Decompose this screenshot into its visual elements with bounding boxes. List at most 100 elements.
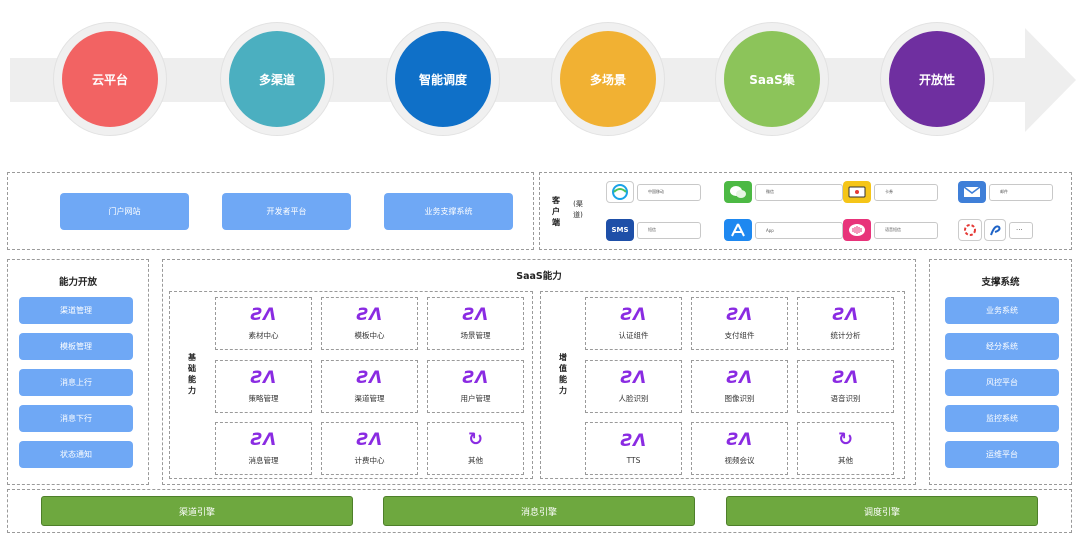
client-section: 客户端 (渠道) 中国移动 微信 卡券 邮件 SMS 短信 App xyxy=(539,172,1072,250)
link-icon: ƧɅ xyxy=(250,368,277,388)
client-item[interactable]: 语音短信 xyxy=(843,219,938,241)
capability-cell-label: 其他 xyxy=(838,456,853,465)
client-label: 邮件 xyxy=(989,183,1053,201)
capability-cell[interactable]: ƧɅ 策略管理 xyxy=(215,360,312,413)
link-icon: ƧɅ xyxy=(356,305,383,325)
feature-circle-label: 开放性 xyxy=(918,72,955,87)
capability-cell[interactable]: ↻ 其他 xyxy=(797,422,894,475)
client-item[interactable]: SMS 短信 xyxy=(606,219,701,241)
capability-cell[interactable]: ƧɅ TTS xyxy=(585,422,682,475)
feature-circle-multichannel: 多渠道 xyxy=(221,23,333,135)
capability-open-section: 能力开放 渠道管理 模板管理 消息上行 消息下行 状态通知 xyxy=(7,259,149,485)
capability-cell-label: 场景管理 xyxy=(460,331,491,340)
support-section: 支撑系统 业务系统 经分系统 风控平台 监控系统 运维平台 xyxy=(929,259,1072,485)
client-label: 卡券 xyxy=(874,183,938,201)
client-item[interactable]: 卡券 xyxy=(843,181,938,203)
capability-cell-label: 策略管理 xyxy=(248,394,279,403)
support-item-business[interactable]: 业务系统 xyxy=(945,297,1059,324)
link-icon: ƧɅ xyxy=(832,305,859,325)
capability-cell-label: 认证组件 xyxy=(618,331,649,340)
link-icon: ƧɅ xyxy=(462,368,489,388)
link-icon: ƧɅ xyxy=(250,430,277,450)
app-store-icon xyxy=(724,219,752,241)
client-label: ··· xyxy=(1009,221,1033,239)
capability-item-channel[interactable]: 渠道管理 xyxy=(19,297,133,324)
engine-button-message[interactable]: 消息引擎 xyxy=(383,496,695,526)
feature-arrow-band: 云平台 多渠道 智能调度 多场景 SaaS集 开放性 xyxy=(0,0,1080,160)
capability-cell-label: 视频会议 xyxy=(724,456,755,465)
capability-item-downlink[interactable]: 消息下行 xyxy=(19,405,133,432)
client-item[interactable]: 邮件 xyxy=(958,181,1053,203)
client-item[interactable]: App xyxy=(724,219,843,241)
support-item-analytics[interactable]: 经分系统 xyxy=(945,333,1059,360)
support-item-monitor[interactable]: 监控系统 xyxy=(945,405,1059,432)
capability-cell[interactable]: ƧɅ 素材中心 xyxy=(215,297,312,350)
feature-circle-scheduling: 智能调度 xyxy=(387,23,499,135)
refresh-icon: ↻ xyxy=(467,429,484,450)
portal-button-developer[interactable]: 开发者平台 xyxy=(222,193,351,230)
refresh-icon: ↻ xyxy=(837,429,854,450)
support-item-ops[interactable]: 运维平台 xyxy=(945,441,1059,468)
link-icon: ƧɅ xyxy=(620,431,647,451)
link-icon: ƧɅ xyxy=(462,305,489,325)
link-icon: ƧɅ xyxy=(726,368,753,388)
value-added-capability-label: 增值能力 xyxy=(559,353,567,395)
client-label: 语音短信 xyxy=(874,221,938,239)
client-item[interactable]: 中国移动 xyxy=(606,181,701,203)
wechat-icon xyxy=(724,181,752,203)
feature-circle-label: 智能调度 xyxy=(418,72,467,87)
capability-cell-label: 模板中心 xyxy=(354,331,385,340)
capability-cell[interactable]: ƧɅ 场景管理 xyxy=(427,297,524,350)
feature-circle-label: 多渠道 xyxy=(258,72,295,87)
unicom-icon xyxy=(958,219,982,241)
capability-cell-label: TTS xyxy=(626,456,641,465)
client-label: App xyxy=(755,221,843,239)
client-label: 微信 xyxy=(755,183,843,201)
capability-cell-label: 素材中心 xyxy=(248,331,279,340)
client-item[interactable]: ··· xyxy=(958,219,1033,241)
feature-circle-cloud: 云平台 xyxy=(54,23,166,135)
capability-item-uplink[interactable]: 消息上行 xyxy=(19,369,133,396)
portal-button-website[interactable]: 门户网站 xyxy=(60,193,189,230)
link-icon: ƧɅ xyxy=(832,368,859,388)
feature-circle-openness: 开放性 xyxy=(881,23,993,135)
capability-cell[interactable]: ↻ 其他 xyxy=(427,422,524,475)
engine-button-schedule[interactable]: 调度引擎 xyxy=(726,496,1038,526)
feature-circle-label: 云平台 xyxy=(91,72,128,87)
engine-button-channel[interactable]: 渠道引擎 xyxy=(41,496,353,526)
feature-circle-label: 多场景 xyxy=(589,72,626,87)
capability-item-template[interactable]: 模板管理 xyxy=(19,333,133,360)
feature-circle-label: SaaS集 xyxy=(749,72,795,87)
portal-button-business[interactable]: 业务支撑系统 xyxy=(384,193,513,230)
support-title: 支撑系统 xyxy=(981,277,1020,288)
capability-cell-label: 其他 xyxy=(468,456,483,465)
capability-item-status[interactable]: 状态通知 xyxy=(19,441,133,468)
capability-cell-label: 计费中心 xyxy=(354,456,385,465)
link-icon: ƧɅ xyxy=(250,305,277,325)
client-subtitle: (渠道) xyxy=(573,200,583,219)
feature-circle-scenes: 多场景 xyxy=(552,23,664,135)
basic-capability-label: 基础能力 xyxy=(188,353,196,395)
client-label: 短信 xyxy=(637,221,701,239)
saas-title: SaaS能力 xyxy=(516,271,562,282)
arrow-shape xyxy=(10,28,1076,132)
link-icon: ƧɅ xyxy=(620,368,647,388)
client-label: 中国移动 xyxy=(637,183,701,201)
client-item[interactable]: 微信 xyxy=(724,181,843,203)
capability-cell[interactable]: ƧɅ 模板中心 xyxy=(321,297,418,350)
telecom-icon xyxy=(984,219,1006,241)
support-item-risk[interactable]: 风控平台 xyxy=(945,369,1059,396)
